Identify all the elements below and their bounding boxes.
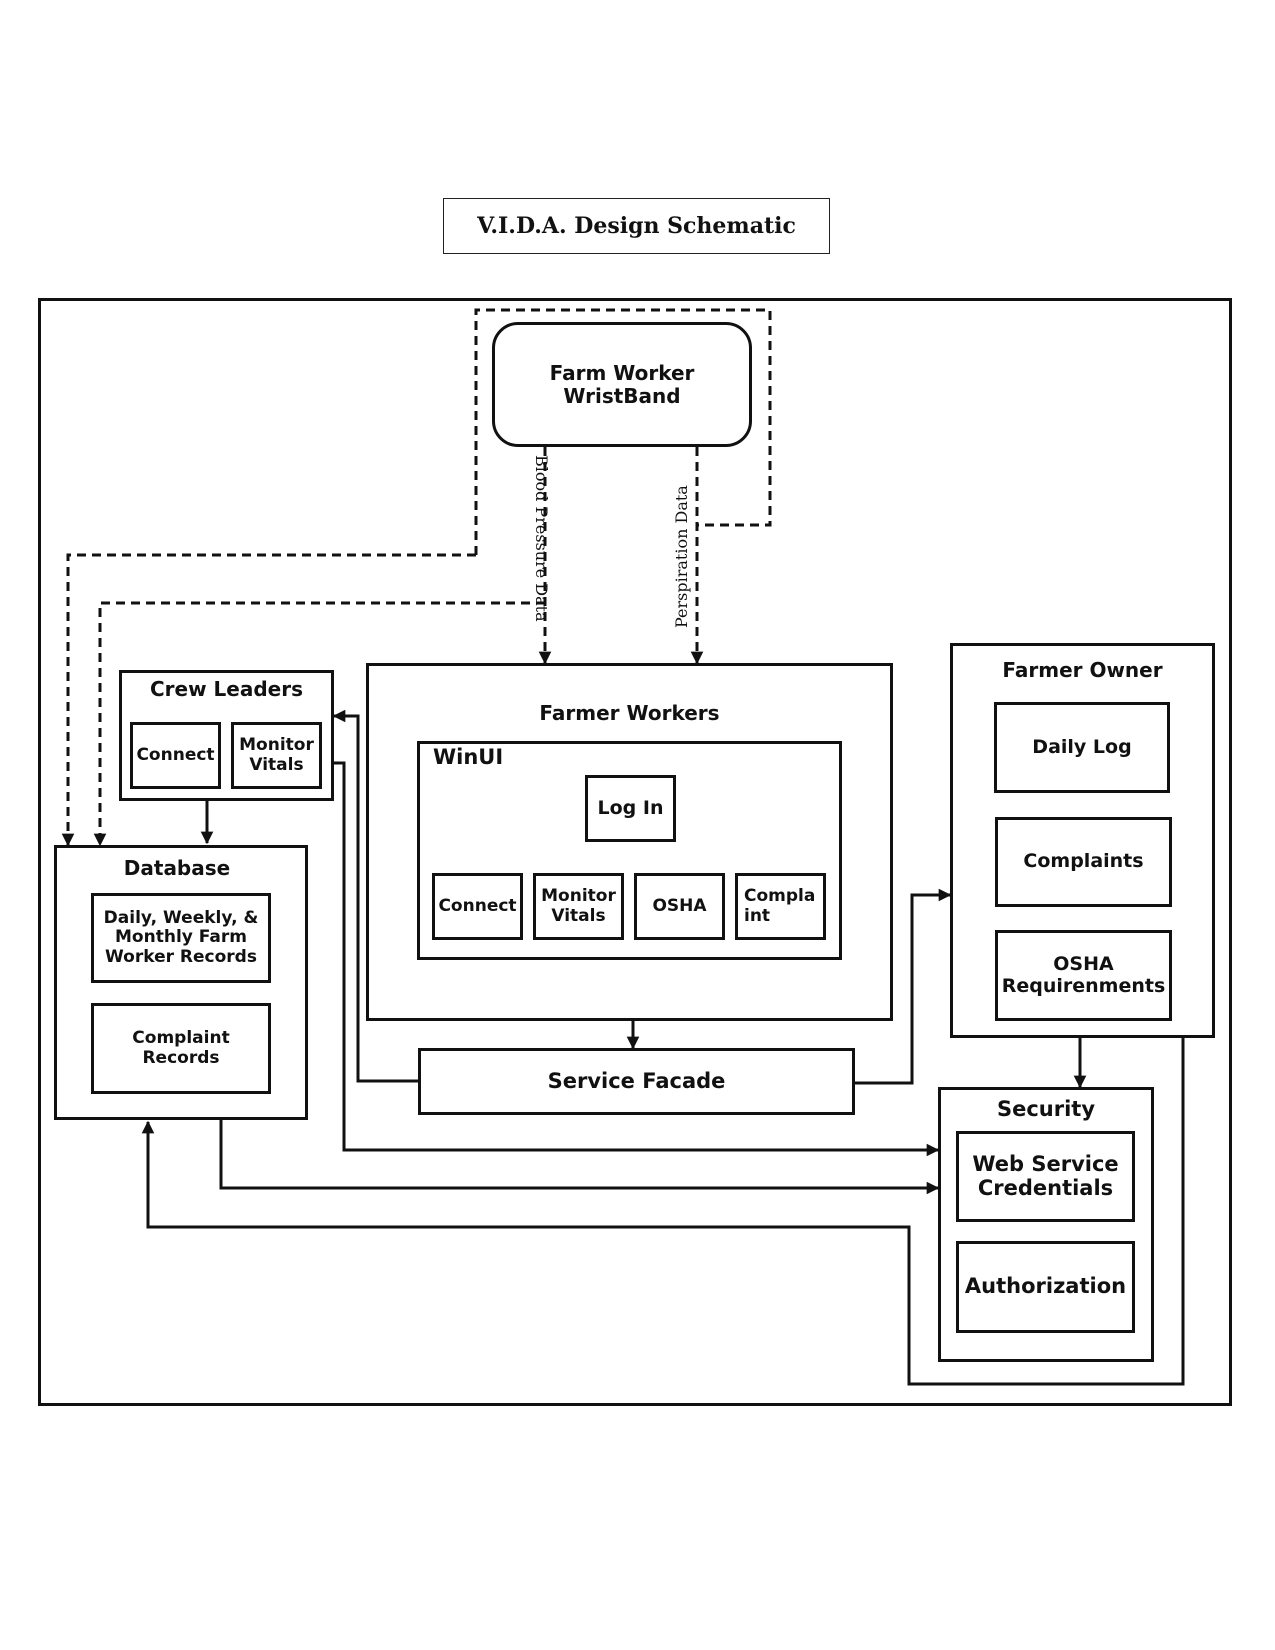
database-title: Database — [123, 856, 231, 880]
worker-complaint-line-2: int — [744, 905, 771, 926]
dashed-flow-to-database-left — [61, 553, 476, 847]
worker-monitor-vitals-module: Monitor Vitals — [533, 873, 624, 940]
daily-log-module: Daily Log — [994, 702, 1170, 793]
authorization-module: Authorization — [956, 1241, 1135, 1333]
dashed-flow-to-database-right — [93, 601, 545, 847]
facade-to-crew-arrow — [332, 709, 418, 1083]
farmer-workers-title: Farmer Workers — [539, 701, 720, 725]
web-service-credentials-module: Web Service Credentials — [956, 1131, 1135, 1222]
wristband-line-2: WristBand — [563, 383, 681, 408]
crew-to-security-arrow — [334, 761, 940, 1157]
worker-connect-module: Connect — [432, 873, 523, 940]
service-facade-label: Service Facade — [547, 1068, 726, 1093]
crew-connect-module: Connect — [130, 722, 221, 789]
diagram-title-text: V.I.D.A. Design Schematic — [477, 213, 796, 239]
login-module: Log In — [585, 775, 676, 842]
worker-monitor-line-1: Monitor — [541, 886, 616, 907]
authorization-label: Authorization — [964, 1274, 1127, 1299]
worker-monitor-line-2: Vitals — [551, 905, 606, 926]
owner-complaints-module: Complaints — [995, 817, 1172, 907]
worker-osha-module: OSHA — [634, 873, 725, 940]
worker-osha-label: OSHA — [652, 895, 707, 916]
complaint-records-store: Complaint Records — [91, 1003, 271, 1094]
security-title: Security — [996, 1097, 1096, 1121]
owner-complaints-label: Complaints — [1023, 850, 1144, 873]
crew-monitor-vitals-module: Monitor Vitals — [231, 722, 322, 789]
worker-complaint-line-1: Compla — [744, 886, 816, 907]
complaint-records-line-1: Complaint — [132, 1028, 230, 1049]
outer-frame — [38, 298, 1232, 1406]
service-facade-box: Service Facade — [418, 1048, 855, 1115]
osha-requirements-line-1: OSHA — [1053, 953, 1114, 976]
osha-requirements-line-2: Requirenments — [1001, 974, 1166, 997]
complaint-records-line-2: Records — [142, 1047, 220, 1068]
worker-records-line-1: Daily, Weekly, & — [103, 908, 259, 929]
perspiration-label: Perspiration Data — [672, 485, 691, 628]
winui-title: WinUI — [433, 745, 504, 769]
diagram-title: V.I.D.A. Design Schematic — [443, 198, 830, 254]
crew-monitor-line-2: Vitals — [249, 754, 304, 775]
credentials-line-1: Web Service — [972, 1151, 1119, 1176]
credentials-line-2: Credentials — [977, 1175, 1114, 1200]
farmer-owner-title: Farmer Owner — [1002, 658, 1163, 682]
wristband-node: Farm Worker WristBand — [492, 322, 752, 447]
login-label: Log In — [597, 796, 664, 819]
crew-connect-label: Connect — [136, 744, 215, 765]
worker-records-line-2: Monthly Farm — [115, 927, 247, 948]
crew-leaders-title: Crew Leaders — [150, 677, 303, 701]
worker-records-store: Daily, Weekly, & Monthly Farm Worker Rec… — [91, 893, 271, 983]
worker-connect-label: Connect — [438, 895, 517, 916]
database-to-security-arrow — [219, 1120, 940, 1195]
worker-records-line-3: Worker Records — [105, 946, 257, 967]
osha-requirements-module: OSHA Requirenments — [995, 930, 1172, 1021]
facade-to-owner-arrow — [855, 888, 952, 1085]
wristband-line-1: Farm Worker — [549, 361, 695, 386]
worker-complaint-module: Compla int — [735, 873, 826, 940]
crew-monitor-line-1: Monitor — [239, 735, 314, 756]
daily-log-label: Daily Log — [1032, 735, 1132, 758]
blood-pressure-label: Blood Pressure Data — [532, 455, 551, 622]
security-to-database-arrow — [141, 1038, 1185, 1386]
